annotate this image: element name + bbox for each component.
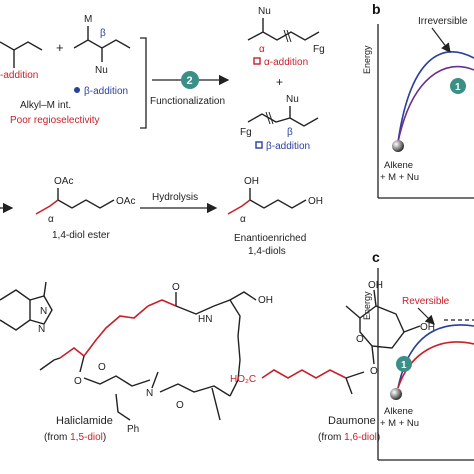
beta-nu-label: Nu bbox=[286, 94, 299, 105]
alpha-addition-product: Nu α Fg α-addition bbox=[247, 6, 325, 68]
oh-right-label: OH bbox=[308, 196, 323, 207]
panel-b-start-line1: Alkene bbox=[384, 160, 413, 171]
hydrolysis-label: Hydrolysis bbox=[152, 192, 198, 203]
panel-b-annotation: Irreversible bbox=[418, 16, 468, 27]
panel-b-ylabel: Energy bbox=[362, 45, 372, 74]
amide-o-label-2: O bbox=[176, 400, 184, 411]
panel-b: b Energy Irreversible 1 Alkene + M + Nu bbox=[362, 1, 474, 199]
hn-label: HN bbox=[198, 314, 212, 325]
haliclamide-source-diol: 1,5-diol bbox=[70, 432, 103, 443]
oac-top-label: OAc bbox=[54, 176, 73, 187]
haliclamide-source-suffix: ) bbox=[103, 432, 106, 443]
natural-products: N N O HN OH O O N O Ph Haliclamide bbox=[0, 280, 435, 443]
panel-b-step-number: 1 bbox=[455, 82, 461, 93]
alpha-label-2: α bbox=[240, 214, 246, 225]
beta-letter-2: β bbox=[287, 127, 293, 138]
panel-c-step-badge bbox=[396, 356, 412, 372]
panel-c-annotation-arrow bbox=[417, 307, 435, 325]
poor-regioselectivity-label: Poor regioselectivity bbox=[10, 115, 99, 126]
step-2-number: 2 bbox=[187, 75, 193, 87]
top-scheme: -addition + M β Nu β-addition Alkyl–M in… bbox=[0, 6, 325, 152]
panel-c-curve-red bbox=[397, 341, 474, 389]
beta-metal-intermediate: M β Nu β-addition bbox=[73, 14, 131, 97]
daumone-source-prefix: (from bbox=[318, 432, 344, 443]
oac-right-label: OAc bbox=[116, 196, 135, 207]
haliclamide-structure: O HN OH O O N O Ph bbox=[39, 282, 273, 435]
alpha-addition-label: α-addition bbox=[264, 57, 308, 68]
oh-top-label: OH bbox=[244, 176, 259, 187]
ester-carbonyl-o-label: O bbox=[98, 362, 106, 373]
alpha-letter: α bbox=[259, 44, 265, 55]
ester-o-label: O bbox=[74, 376, 82, 387]
panel-b-curve-purple bbox=[397, 65, 474, 143]
diol-ester-label: 1,4-diol ester bbox=[52, 230, 110, 241]
diol-structure: OH OH α bbox=[227, 176, 323, 225]
daumone-oh-top: OH bbox=[368, 280, 383, 291]
daumone-oh-right: OH bbox=[420, 322, 435, 333]
beta-marker-square bbox=[255, 141, 263, 149]
plus-sign: + bbox=[56, 40, 64, 55]
panel-c-start-line2: + M + Nu bbox=[380, 418, 419, 429]
panel-b-curve-blue bbox=[397, 51, 474, 143]
enantioenriched-label: Enantioenriched bbox=[234, 233, 306, 244]
daumone-acid-label: HO₂C bbox=[230, 374, 256, 385]
alpha-metal-intermediate: -addition bbox=[0, 41, 43, 81]
haliclamide-source: (from 1,5-diol) bbox=[44, 432, 106, 443]
functionalization-label: Functionalization bbox=[150, 96, 225, 107]
alpha-marker-square bbox=[253, 57, 261, 65]
panel-c-curve-blue bbox=[397, 324, 474, 389]
beta-addition-product: Nu β Fg β-addition bbox=[240, 94, 319, 152]
panel-b-letter: b bbox=[372, 1, 381, 17]
beta-addition-label: β-addition bbox=[84, 86, 128, 97]
diol-ester-structure: OAc OAc α bbox=[35, 176, 135, 225]
daumone-source: (from 1,6-diol) bbox=[318, 432, 380, 443]
panel-c-start-ball bbox=[390, 388, 402, 400]
daumone-source-diol: 1,6-diol bbox=[344, 432, 377, 443]
phenyl-label: Ph bbox=[127, 424, 139, 435]
panel-b-step-badge bbox=[450, 78, 466, 94]
panel-c-annotation: Reversible bbox=[402, 296, 450, 307]
beta-marker-dot bbox=[74, 87, 80, 93]
panel-c-start-line1: Alkene bbox=[384, 406, 413, 417]
plus-sign-2: + bbox=[276, 75, 283, 89]
beta-letter: β bbox=[100, 28, 106, 39]
n-methyl-label: N bbox=[146, 388, 153, 399]
beta-addition-label-2: β-addition bbox=[266, 141, 310, 152]
alpha-fg-label: Fg bbox=[313, 44, 325, 55]
diols-label: 1,4-diols bbox=[248, 246, 286, 257]
purine-n-label-2: N bbox=[38, 324, 45, 335]
amide-o-label: O bbox=[172, 282, 180, 293]
beta-fg-label: Fg bbox=[240, 127, 252, 138]
purine-fragment: N N bbox=[0, 281, 53, 335]
daumone-glycoside-o: O bbox=[370, 366, 378, 377]
daumone-structure: OH OH O O HO₂C bbox=[230, 280, 435, 395]
haliclamide-oh-label: OH bbox=[258, 295, 273, 306]
step-2-badge bbox=[181, 71, 199, 89]
alpha-label: α bbox=[48, 214, 54, 225]
panel-c-ylabel: Energy bbox=[362, 291, 372, 320]
intermediate-label: Alkyl–M int. bbox=[20, 100, 71, 111]
alpha-addition-partial-label: -addition bbox=[0, 70, 38, 81]
panel-b-annotation-arrow bbox=[431, 27, 451, 53]
nucleophile-label: Nu bbox=[95, 65, 108, 76]
panel-b-start-ball bbox=[392, 140, 404, 152]
panel-c: c Energy Reversible 1 Alkene + M + Nu bbox=[362, 249, 474, 461]
daumone-name: Daumone bbox=[328, 415, 376, 427]
metal-label: M bbox=[84, 14, 92, 25]
middle-scheme: OAc OAc α 1,4-diol ester Hydrolysis OH O… bbox=[0, 176, 323, 257]
alpha-nu-label: Nu bbox=[258, 6, 271, 17]
panel-c-step-number: 1 bbox=[401, 360, 407, 371]
intermediate-bracket bbox=[140, 37, 147, 129]
purine-n-label: N bbox=[40, 306, 47, 317]
panel-c-letter: c bbox=[372, 249, 380, 265]
panel-b-start-line2: + M + Nu bbox=[380, 172, 419, 183]
haliclamide-source-prefix: (from bbox=[44, 432, 70, 443]
haliclamide-name: Haliclamide bbox=[56, 415, 113, 427]
daumone-ring-o: O bbox=[356, 334, 364, 345]
